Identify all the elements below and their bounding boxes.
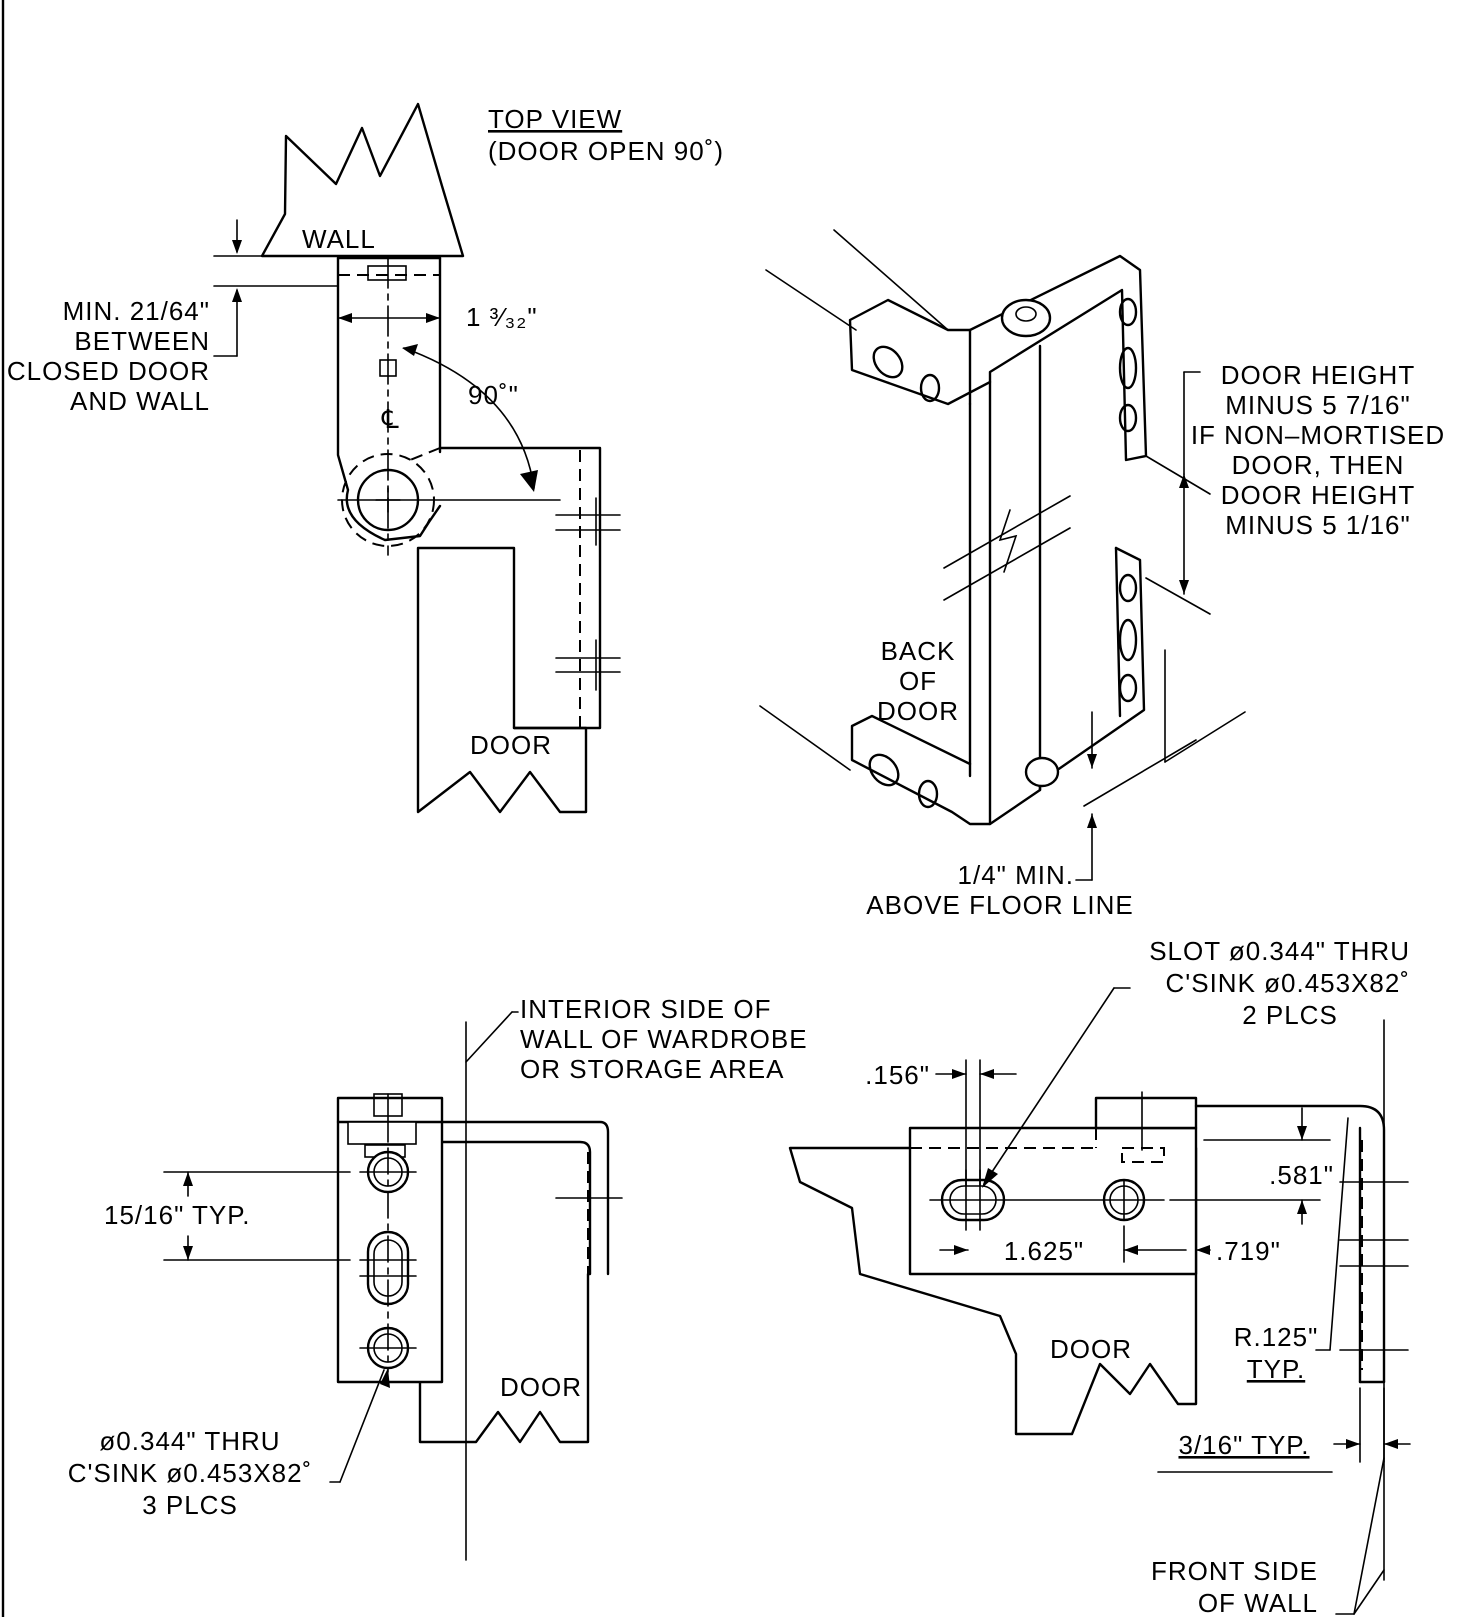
top-door-label: DOOR bbox=[470, 730, 552, 760]
back-of-door-1: BACK bbox=[881, 636, 956, 666]
centerline-symbol: ℄ bbox=[381, 404, 400, 434]
back-of-door-2: OF bbox=[899, 666, 937, 696]
height-note-4: DOOR, THEN bbox=[1232, 450, 1405, 480]
wall-label: WALL bbox=[302, 224, 376, 254]
radius-note-1: R.125" bbox=[1234, 1322, 1319, 1352]
top-view-title: TOP VIEW bbox=[488, 104, 622, 134]
top-view: ℄ bbox=[213, 102, 621, 814]
hole-note-2: C'SINK ø0.453X82˚ bbox=[68, 1458, 313, 1488]
dim-156: .156" bbox=[865, 1060, 930, 1090]
min-gap-line-2: BETWEEN bbox=[74, 326, 210, 356]
front-wall-note-2: OF WALL bbox=[1198, 1588, 1318, 1617]
side-view bbox=[788, 987, 1411, 1615]
floor-note-1: 1/4" MIN. bbox=[958, 860, 1074, 890]
height-note-5: DOOR HEIGHT bbox=[1221, 480, 1415, 510]
min-gap-line-1: MIN. 21/64" bbox=[63, 296, 210, 326]
iso-view bbox=[759, 229, 1246, 881]
hole-note-3: 3 PLCS bbox=[142, 1490, 238, 1520]
floor-note-2: ABOVE FLOOR LINE bbox=[866, 890, 1133, 920]
height-note-1: DOOR HEIGHT bbox=[1221, 360, 1415, 390]
side-door-label: DOOR bbox=[1050, 1334, 1132, 1364]
height-note-2: MINUS 5 7/16" bbox=[1225, 390, 1411, 420]
width-dim: 1 ³⁄₃₂" bbox=[466, 302, 538, 332]
slot-note-3: 2 PLCS bbox=[1242, 1000, 1338, 1030]
wall-note-1: INTERIOR SIDE OF bbox=[520, 994, 771, 1024]
dim-719: .719" bbox=[1216, 1236, 1281, 1266]
wall-note-2: WALL OF WARDROBE bbox=[520, 1024, 808, 1054]
slot-note-2: C'SINK ø0.453X82˚ bbox=[1165, 968, 1410, 998]
height-note-3: IF NON–MORTISED bbox=[1191, 420, 1445, 450]
back-of-door-3: DOOR bbox=[877, 696, 959, 726]
thickness-dim: 3/16" TYP. bbox=[1178, 1430, 1309, 1460]
door-section bbox=[416, 546, 588, 814]
front-view bbox=[163, 1011, 623, 1561]
dim-581: .581" bbox=[1269, 1160, 1334, 1190]
radius-note-2: TYP. bbox=[1247, 1354, 1305, 1384]
spacing-dim: 15/16" TYP. bbox=[104, 1200, 250, 1230]
wall-note-3: OR STORAGE AREA bbox=[520, 1054, 784, 1084]
top-view-subtitle: (DOOR OPEN 90˚) bbox=[488, 136, 724, 166]
min-gap-line-4: AND WALL bbox=[70, 386, 210, 416]
front-door-label: DOOR bbox=[500, 1372, 582, 1402]
hole-note-1: ø0.344" THRU bbox=[99, 1426, 280, 1456]
wall-section bbox=[260, 102, 465, 258]
height-note-6: MINUS 5 1/16" bbox=[1225, 510, 1411, 540]
slot-note-1: SLOT ø0.344" THRU bbox=[1149, 936, 1410, 966]
front-wall-note-1: FRONT SIDE bbox=[1151, 1556, 1318, 1586]
min-gap-line-3: CLOSED DOOR bbox=[7, 356, 210, 386]
angle-label: 90˚" bbox=[468, 380, 519, 410]
dim-1625: 1.625" bbox=[1004, 1236, 1084, 1266]
